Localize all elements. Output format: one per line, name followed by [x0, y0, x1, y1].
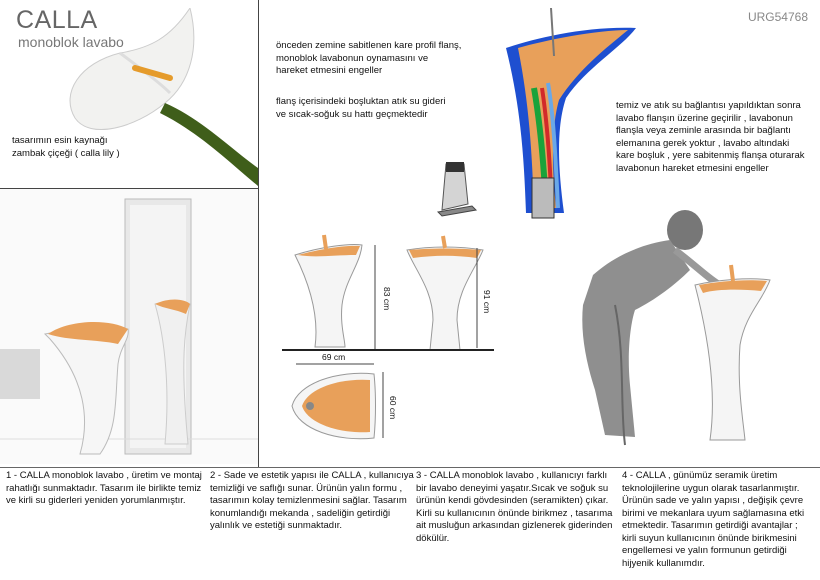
flange-note: önceden zemine sabitlenen kare profil fl…	[276, 40, 462, 76]
installation-note: temiz ve atık su bağlantısı yapıldıktan …	[616, 100, 805, 174]
side-view	[294, 234, 363, 348]
divider-bottom	[0, 467, 820, 468]
top-view	[291, 372, 376, 440]
dimension-line-60	[382, 372, 384, 438]
dimension-depth: 60 cm	[388, 396, 398, 420]
flange-drawing	[436, 162, 478, 217]
user-figure	[582, 210, 771, 446]
section-drawing	[506, 8, 636, 219]
product-subtitle: monoblok lavabo	[18, 34, 124, 50]
calla-lily-image	[69, 8, 258, 186]
baseline	[282, 349, 494, 351]
description-3: 3 - CALLA monoblok lavabo , kullanıcıyı …	[416, 470, 613, 544]
description-4: 4 - CALLA , günümüz seramik üretim tekno…	[622, 470, 805, 569]
product-title: CALLA	[16, 6, 98, 34]
divider-left	[0, 188, 258, 189]
front-view	[406, 235, 484, 351]
dimension-line-69	[296, 363, 374, 365]
dimension-front-height: 91 cm	[482, 290, 492, 314]
project-code: URG54768	[747, 10, 808, 24]
dimension-width: 69 cm	[322, 352, 346, 362]
dimension-line-91	[476, 248, 478, 348]
description-1: 1 - CALLA monoblok lavabo , üretim ve mo…	[6, 470, 202, 506]
dimension-side-height: 83 cm	[382, 287, 392, 311]
pipes-note: flanş içerisindeki boşluktan atık su gid…	[276, 96, 446, 120]
dimension-line-83	[374, 245, 376, 350]
divider-vertical	[258, 0, 259, 468]
room-render	[0, 189, 258, 464]
description-2: 2 - Sade ve estetik yapısı ile CALLA , k…	[210, 470, 414, 531]
inspiration-caption: tasarımın esin kaynağı zambak çiçeği ( c…	[12, 135, 120, 159]
